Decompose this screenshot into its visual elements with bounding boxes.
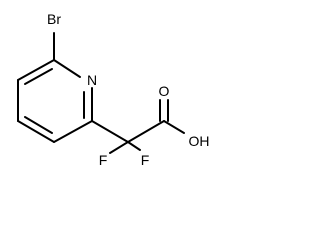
bond-c5-c6-inner <box>24 68 53 85</box>
bond-c2-c3 <box>53 120 93 143</box>
bond-cf2-f-right <box>127 141 141 151</box>
atom-fluorine-right: F <box>141 152 150 168</box>
bond-cf2-f-left <box>109 141 129 154</box>
bond-c5-c6 <box>17 59 55 81</box>
atom-fluorine-left: F <box>99 152 108 168</box>
bond-c3-c4-inner <box>24 116 53 134</box>
atom-bromine: Br <box>47 11 61 27</box>
atom-hydroxyl: OH <box>189 133 210 149</box>
atom-carbonyl-oxygen: O <box>159 83 170 99</box>
chemical-structure: Br N O OH F F <box>17 11 210 168</box>
bond-cf2-ccooh <box>127 120 165 143</box>
bond-c3-c4 <box>17 120 55 143</box>
atom-nitrogen: N <box>87 72 97 88</box>
bond-c-oh <box>163 120 185 134</box>
bond-c2-cf2 <box>91 120 129 143</box>
bond-c6-n1 <box>53 59 81 78</box>
